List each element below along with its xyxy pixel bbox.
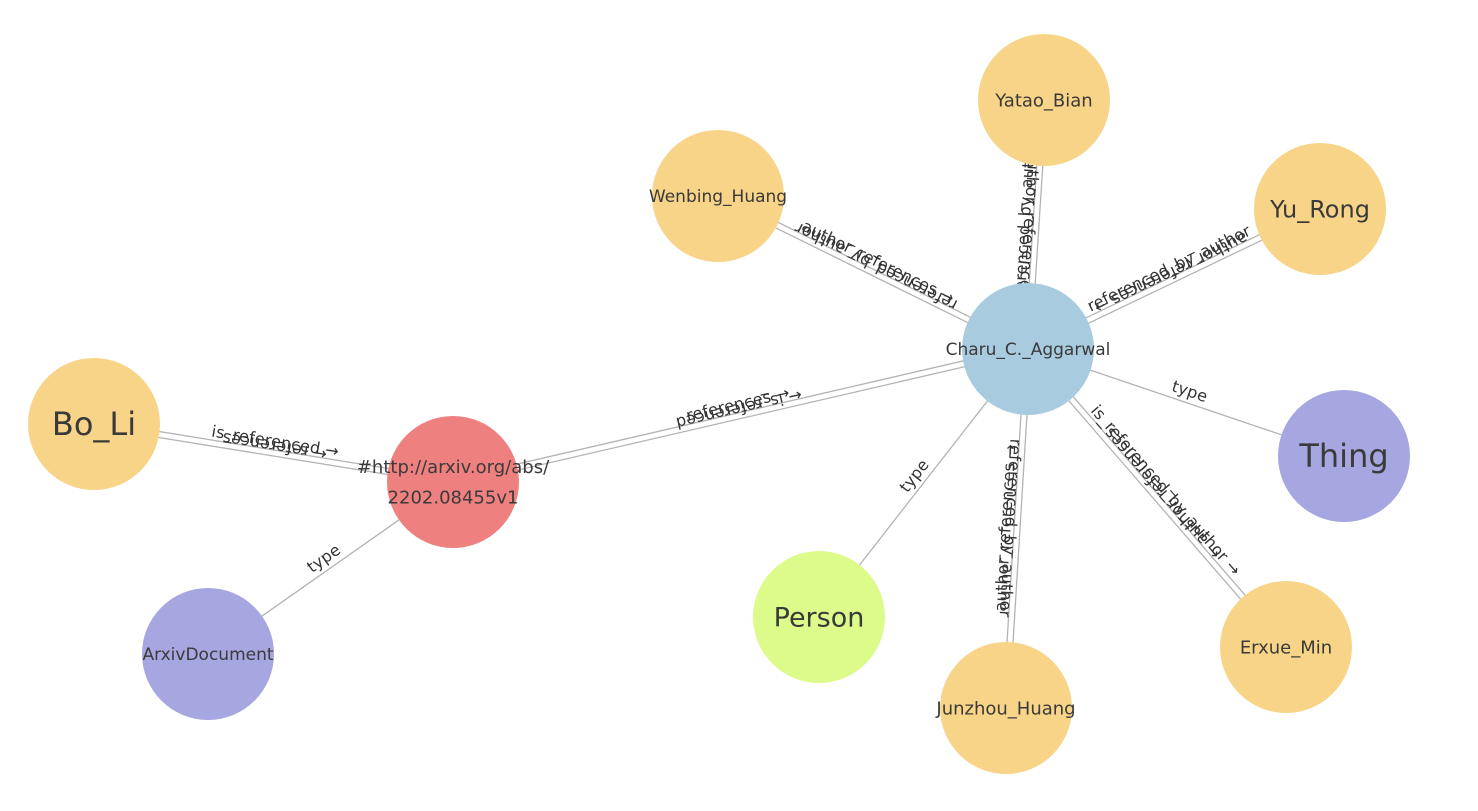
node-circle[interactable] — [28, 358, 160, 490]
edge-label-backward: ← author_references — [1100, 423, 1225, 563]
node-thing[interactable]: Thing — [1278, 390, 1410, 522]
node-circle[interactable] — [1278, 390, 1410, 522]
edge-label-forward: type — [1169, 376, 1210, 406]
node-http-arxiv-org-abs-2202-08455v1[interactable]: #http://arxiv.org/abs/2202.08455v1 — [357, 416, 550, 548]
node-person[interactable]: Person — [753, 551, 885, 683]
node-circle[interactable] — [1220, 581, 1352, 713]
edge-label-backward: author_references → — [1091, 227, 1251, 318]
node-circle[interactable] — [978, 34, 1110, 166]
node-circle[interactable] — [387, 416, 519, 548]
edge-doc-charu[interactable]: references →← is_referenced — [452, 345, 1029, 486]
node-circle[interactable] — [1254, 143, 1386, 275]
edge-label-forward: type — [895, 455, 932, 496]
edge-line — [453, 351, 1029, 486]
node-wenbing-huang[interactable]: Wenbing_Huang — [649, 130, 787, 262]
node-circle[interactable] — [940, 642, 1072, 774]
edge-label-backward: referenced_by_author — [791, 218, 960, 315]
node-junzhou-huang[interactable]: Junzhou_Huang — [935, 642, 1076, 774]
node-circle[interactable] — [142, 588, 274, 720]
edge-label-forward: type — [303, 540, 344, 577]
node-yatao-bian[interactable]: Yatao_Bian — [978, 34, 1110, 166]
node-circle[interactable] — [652, 130, 784, 262]
node-arxivdocument[interactable]: ArxivDocument — [142, 588, 274, 720]
node-circle[interactable] — [962, 283, 1094, 415]
node-circle[interactable] — [753, 551, 885, 683]
node-bo-li[interactable]: Bo_Li — [28, 358, 160, 490]
node-yu-rong[interactable]: Yu_Rong — [1254, 143, 1386, 275]
edge-line — [452, 345, 1028, 480]
node-erxue-min[interactable]: Erxue_Min — [1220, 581, 1352, 713]
